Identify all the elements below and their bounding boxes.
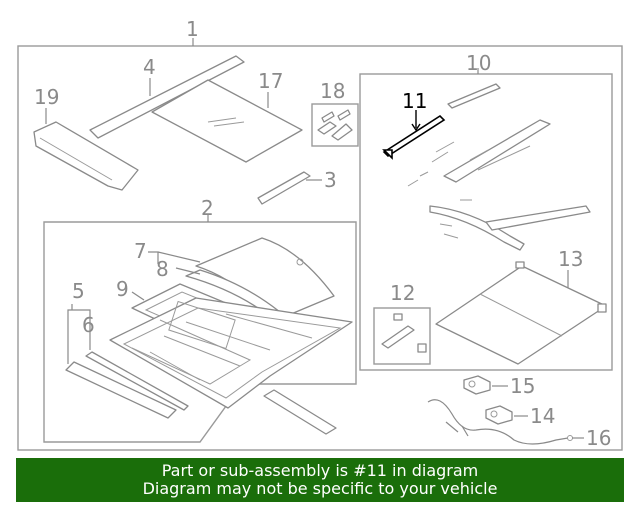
label-5[interactable]: 5 [72, 279, 85, 303]
part-15-motor[interactable] [463, 375, 491, 395]
label-9[interactable]: 9 [116, 277, 129, 301]
banner-line-1: Part or sub-assembly is #11 in diagram [161, 461, 479, 480]
label-13[interactable]: 13 [558, 247, 583, 271]
label-7[interactable]: 7 [134, 239, 147, 263]
label-3[interactable]: 3 [324, 168, 337, 192]
label-8[interactable]: 8 [156, 257, 169, 281]
assembly-10-frame [359, 73, 613, 371]
label-14[interactable]: 14 [530, 404, 555, 428]
part-19-deflector[interactable] [33, 121, 139, 191]
sunroof-mechanism [407, 83, 591, 251]
part-17-glass-panel[interactable] [151, 79, 303, 163]
part-18-clips[interactable] [317, 109, 353, 141]
label-12[interactable]: 12 [390, 281, 415, 305]
label-2[interactable]: 2 [201, 196, 214, 220]
label-6[interactable]: 6 [82, 313, 95, 337]
part-13-sunshade[interactable] [435, 261, 607, 365]
label-15[interactable]: 15 [510, 374, 535, 398]
lower-trim-strip [263, 389, 337, 435]
part-14-motor[interactable] [485, 405, 513, 425]
banner-line-2: Diagram may not be specific to your vehi… [142, 479, 498, 498]
label-19[interactable]: 19 [34, 85, 59, 109]
label-16[interactable]: 16 [586, 426, 611, 450]
label-1[interactable]: 1 [186, 17, 199, 41]
label-11[interactable]: 11 [402, 89, 427, 113]
label-4[interactable]: 4 [143, 55, 156, 79]
part-5-front-strip[interactable] [65, 361, 177, 419]
part-12-hardware[interactable] [381, 313, 427, 353]
info-banner: Part or sub-assembly is #11 in diagram D… [16, 458, 624, 502]
part-12-box [373, 307, 431, 365]
part-11-highlighted[interactable] [382, 114, 446, 160]
part-4-rail-strip[interactable] [89, 55, 245, 139]
label-18[interactable]: 18 [320, 79, 345, 103]
label-10[interactable]: 10 [466, 51, 491, 75]
part-3-strip[interactable] [257, 171, 311, 205]
assembly-1-frame [17, 45, 623, 451]
part-18-box [311, 103, 359, 147]
roof-frame-structure [109, 297, 353, 409]
label-17[interactable]: 17 [258, 69, 283, 93]
part-6-seal-strip[interactable] [85, 351, 189, 411]
parts-diagram: 1 19 4 17 18 3 2 7 [17, 17, 623, 451]
